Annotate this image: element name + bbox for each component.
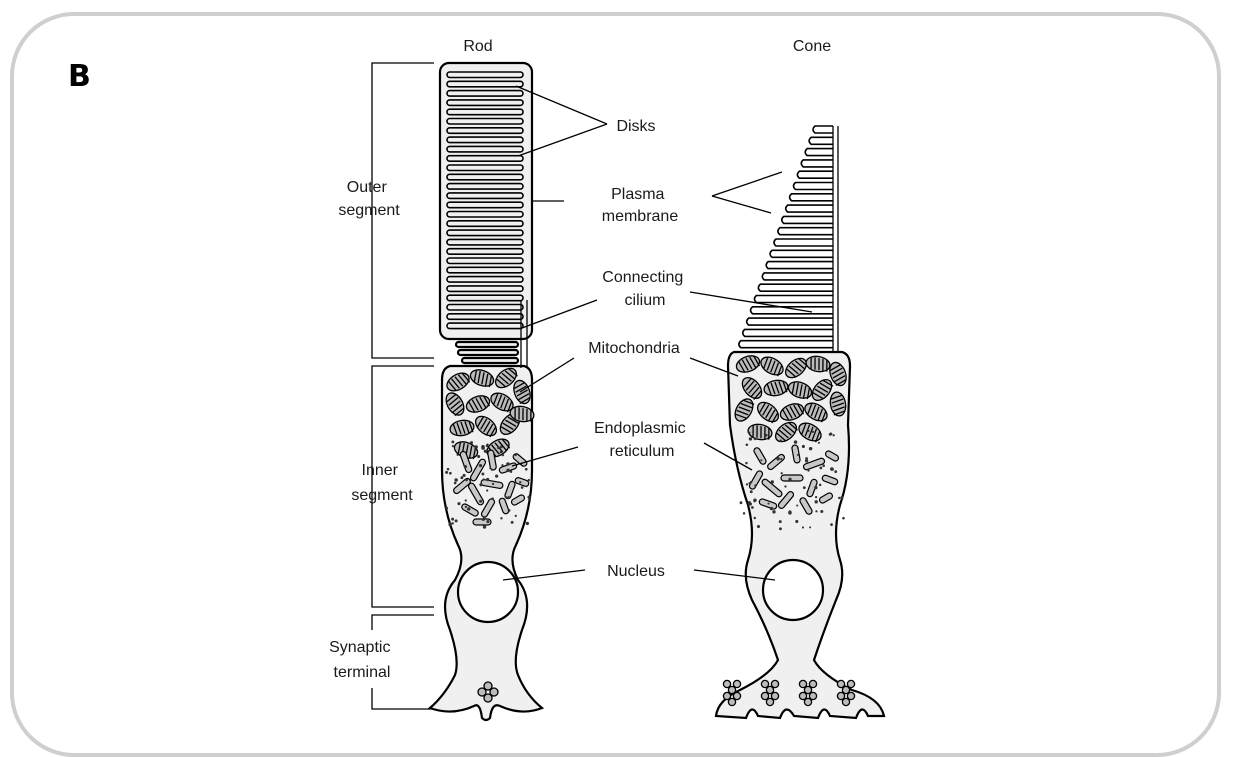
rod-basal-folds <box>456 342 518 363</box>
endoplasmic-reticulum-label: Endoplasmic reticulum <box>594 420 690 460</box>
cone-disk <box>743 329 833 336</box>
plasma-membrane-label: Plasma membrane <box>602 186 679 225</box>
cone-connecting-cilium <box>833 126 838 352</box>
cone-disk <box>770 250 833 257</box>
nucleus-label: Nucleus <box>607 563 665 580</box>
disks-label: Disks <box>616 118 655 135</box>
cone-disk <box>801 160 833 167</box>
cone-disk <box>786 205 833 212</box>
cone-disk <box>782 216 833 223</box>
cone-disk <box>762 273 833 280</box>
panel-letter: B <box>68 59 91 94</box>
inner-segment-label: Inner segment <box>351 462 413 504</box>
cone-disk <box>751 307 833 314</box>
synaptic-terminal-label: Synaptic terminal <box>329 639 395 681</box>
connecting-cilium-label: Connecting cilium <box>602 269 687 309</box>
rod-fold <box>456 342 518 347</box>
outer-segment-label: Outer segment <box>338 179 400 219</box>
cone-disk <box>747 318 833 325</box>
mitochondria-label: Mitochondria <box>588 340 680 357</box>
cone-disk <box>805 149 833 156</box>
rod-title: Rod <box>463 38 492 55</box>
cone-disk <box>809 137 833 144</box>
rod-nucleus <box>458 562 518 622</box>
cone-disk <box>790 194 833 201</box>
cone-disk <box>778 228 833 235</box>
cone-disk <box>813 126 833 133</box>
rod-fold <box>462 358 518 363</box>
cone-disk <box>754 296 833 303</box>
cone-disk <box>774 239 833 246</box>
cone-cell <box>716 126 884 718</box>
synaptic-terminal-bracket <box>372 615 434 709</box>
cone-disk <box>797 171 833 178</box>
cone-disk <box>793 183 833 190</box>
er-tubule <box>781 475 803 481</box>
cone-disk <box>766 262 833 269</box>
cone-nucleus <box>763 560 823 620</box>
cone-disk <box>758 284 833 291</box>
cone-title: Cone <box>793 38 831 55</box>
rod-cell <box>430 63 542 720</box>
cone-disks <box>739 126 833 348</box>
cone-disk <box>739 341 833 348</box>
rod-fold <box>458 350 518 355</box>
rod-outer-segment <box>440 63 532 339</box>
